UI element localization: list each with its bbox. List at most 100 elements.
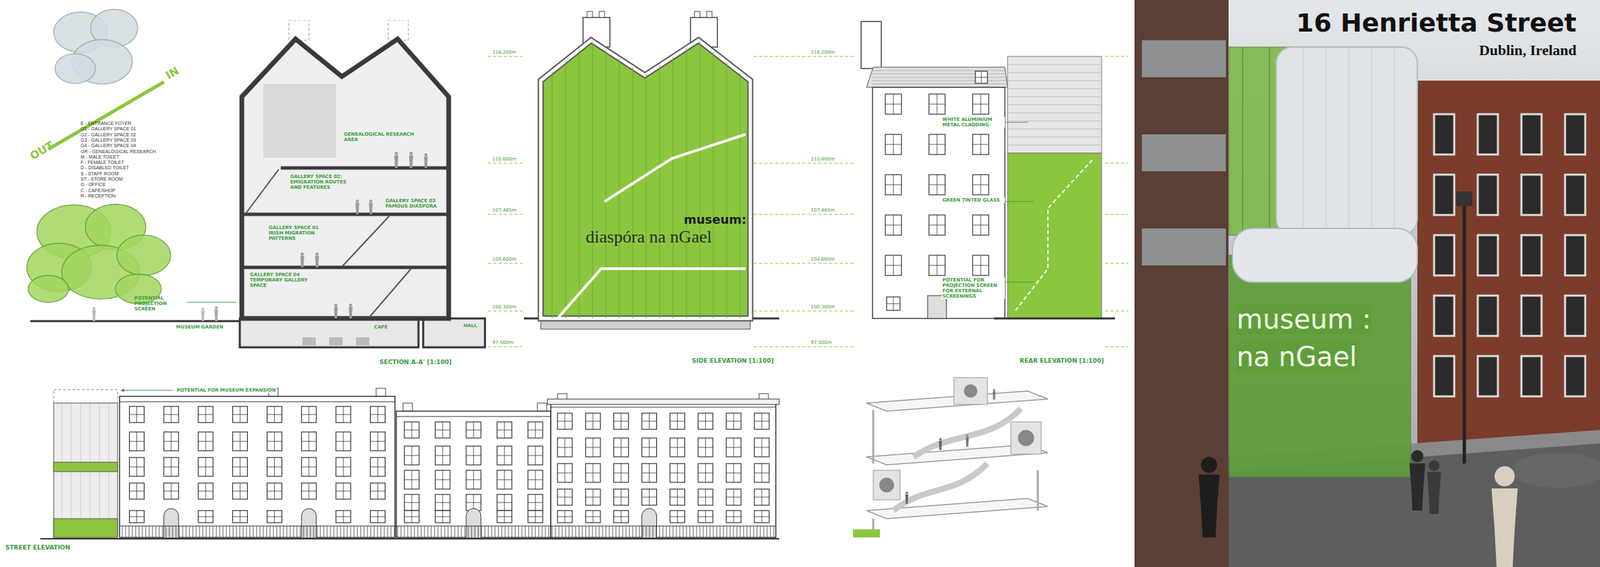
window	[527, 470, 543, 490]
diagram-word: IN	[163, 64, 181, 82]
window-bar	[527, 516, 543, 518]
window	[198, 457, 213, 477]
window	[198, 482, 213, 500]
window	[267, 482, 283, 500]
room-label: HALL	[463, 323, 477, 329]
room-label-box: GENEALOGICAL RESEARCH AREA	[342, 130, 420, 144]
person-head	[409, 151, 414, 156]
green-glass-facade	[540, 40, 751, 319]
portrait	[879, 477, 895, 493]
window	[697, 489, 713, 506]
panel-joint	[552, 33, 553, 319]
person-figure	[348, 303, 353, 319]
person-body	[348, 306, 353, 319]
window	[613, 510, 629, 523]
window-bar	[435, 516, 451, 518]
person-body	[1198, 474, 1220, 538]
person-body	[965, 437, 970, 447]
window-bar	[129, 491, 145, 492]
green-band	[53, 462, 118, 472]
window-bar	[497, 429, 512, 431]
window-bar	[527, 502, 543, 504]
ramp	[913, 408, 1021, 457]
window-bar	[585, 516, 601, 518]
window	[466, 446, 481, 465]
parapet-line	[119, 401, 395, 403]
window-bar	[404, 502, 420, 504]
window-bar	[726, 472, 741, 474]
window	[198, 510, 213, 523]
window-bar	[613, 516, 629, 518]
window	[972, 174, 989, 195]
window-bar	[885, 144, 902, 146]
window	[972, 134, 989, 155]
sash-window	[1565, 356, 1586, 397]
window-bar	[557, 472, 573, 474]
person-head	[1411, 450, 1424, 463]
slate-line	[871, 77, 1007, 78]
slate-line	[871, 70, 1007, 72]
window	[754, 437, 770, 457]
window-bar	[642, 421, 657, 422]
window	[335, 431, 351, 451]
window-bar	[267, 516, 283, 518]
window	[527, 421, 543, 438]
cladding-joint	[1007, 137, 1102, 138]
sash-window	[1565, 235, 1586, 276]
window-bar	[669, 516, 685, 518]
cladding-joint	[1007, 120, 1102, 122]
window-bar	[928, 225, 946, 226]
window-bar	[163, 441, 179, 442]
room-key: O - OFFICE	[80, 182, 106, 187]
window	[726, 510, 741, 523]
person-body	[992, 391, 996, 400]
person-body	[905, 494, 909, 504]
window-bar	[370, 516, 385, 518]
window-bar	[466, 429, 481, 431]
floor-slab	[241, 212, 449, 217]
person-figure	[394, 151, 399, 168]
green-bubble	[116, 235, 171, 276]
window-bar	[370, 441, 385, 442]
window-bar	[669, 421, 685, 422]
window-bar	[697, 497, 713, 498]
white-frame	[540, 40, 751, 319]
room-label: GALLERY SPACE 02: EMIGRATION ROUTES AND …	[290, 173, 354, 191]
window	[613, 437, 629, 457]
person-head	[300, 252, 304, 256]
sash-window	[1477, 174, 1498, 215]
room-key: G3 - GALLERY SPACE 03	[80, 137, 137, 143]
person-figure	[965, 434, 970, 447]
floor-slab	[280, 166, 449, 170]
person-body	[300, 255, 305, 268]
cladding-joint	[1007, 88, 1102, 90]
window	[466, 421, 481, 438]
level-line	[753, 56, 855, 58]
poster-panel	[953, 377, 988, 405]
window	[697, 510, 713, 523]
window-bar	[435, 479, 451, 481]
room-key: S - STAFF ROOM	[80, 171, 119, 176]
person-figure	[368, 199, 373, 215]
window	[497, 494, 512, 511]
person-body	[92, 310, 96, 322]
green-band	[53, 518, 118, 538]
window-bar	[370, 466, 385, 468]
panel-joint	[699, 33, 701, 319]
expansion-outline	[53, 389, 118, 404]
window	[301, 406, 317, 423]
sash-window	[1521, 174, 1542, 215]
cafe-table	[356, 337, 370, 346]
window	[163, 457, 179, 477]
room-label: GALLERY SPACE 03 FAMOUS DIASPORA	[385, 198, 445, 209]
room-key: E - ENTRANCE FOYER	[80, 120, 131, 126]
window	[527, 494, 543, 511]
window	[267, 457, 283, 477]
parapet-line	[396, 416, 551, 418]
window-bar	[726, 421, 741, 422]
green-base	[853, 529, 880, 538]
window-bar	[404, 479, 420, 481]
drawing-title: STREET ELEVATION	[5, 544, 70, 551]
panel-joint	[579, 33, 580, 319]
chimney-pot	[587, 11, 593, 18]
